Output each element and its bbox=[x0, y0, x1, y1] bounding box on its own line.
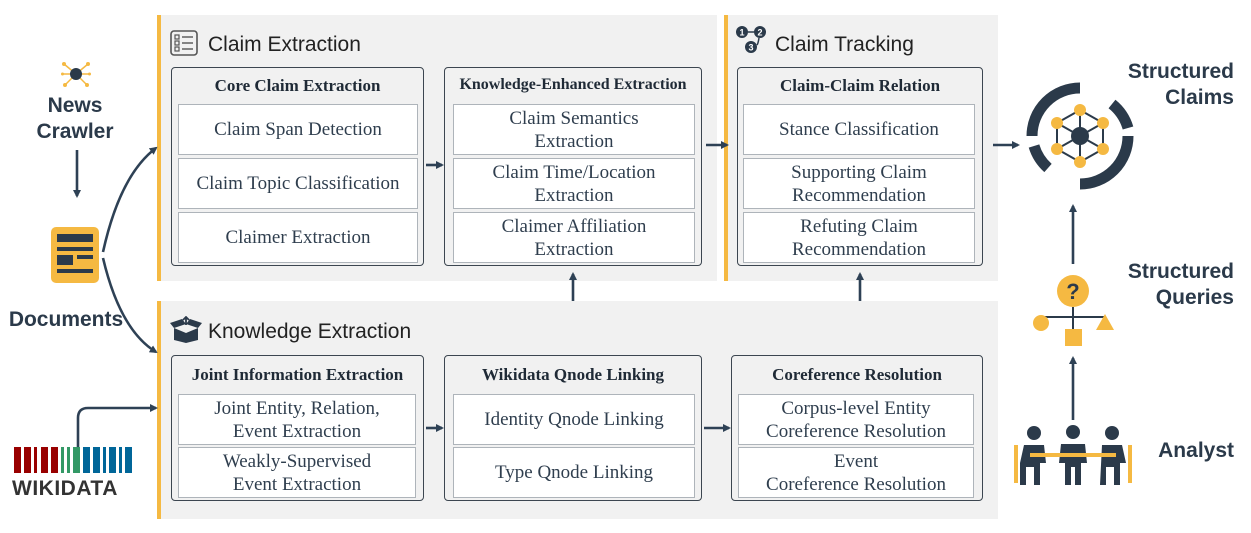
document-icon bbox=[50, 226, 100, 284]
identity-qnode-linking-box: Identity Qnode Linking bbox=[453, 394, 695, 445]
svg-text:1: 1 bbox=[739, 28, 744, 38]
network-graph-icon bbox=[1024, 80, 1136, 192]
event-coreference-resolution-box: Event Coreference Resolution bbox=[738, 447, 974, 498]
wikidata-barcode-icon bbox=[14, 447, 138, 473]
supporting-claim-recommendation-box: Supporting Claim Recommendation bbox=[743, 158, 975, 209]
open-box-icon bbox=[170, 315, 202, 344]
claim-semantics-extraction-box: Claim Semantics Extraction bbox=[453, 104, 695, 155]
claimer-extraction-box: Claimer Extraction bbox=[178, 212, 418, 263]
meeting-people-icon bbox=[1012, 423, 1134, 487]
knowledge-extraction-accent-bar bbox=[157, 301, 161, 519]
claim-topic-classification-box: Claim Topic Classification bbox=[178, 158, 418, 209]
documents-label: Documents bbox=[8, 308, 124, 331]
type-qnode-linking-box: Type Qnode Linking bbox=[453, 447, 695, 498]
stance-classification-box: Stance Classification bbox=[743, 104, 975, 155]
question-shapes-icon: ? bbox=[1030, 273, 1116, 349]
core-claim-extraction-title: Core Claim Extraction bbox=[214, 76, 381, 95]
structured-claims-label: Structured Claims bbox=[1127, 60, 1234, 109]
svg-text:3: 3 bbox=[748, 43, 753, 53]
document-to-knowledge-extraction-arrow bbox=[101, 257, 158, 354]
wikidata-qnode-linking-title: Wikidata Qnode Linking bbox=[481, 365, 665, 384]
claimer-affiliation-extraction-box: Claimer Affiliation Extraction bbox=[453, 212, 695, 263]
claim-extraction-title: Claim Extraction bbox=[208, 33, 361, 56]
structured-queries-label: Structured Queries bbox=[1127, 260, 1234, 309]
joint-entity-relation-event-extraction-box: Joint Entity, Relation, Event Extraction bbox=[178, 394, 416, 445]
claim-claim-relation-title: Claim-Claim Relation bbox=[779, 76, 941, 95]
checklist-icon bbox=[170, 30, 198, 56]
knowledge-enhanced-extraction-title: Knowledge-Enhanced Extraction bbox=[459, 76, 687, 93]
wikidata-wordmark: WIKIDATA bbox=[12, 477, 118, 500]
knowledge-extraction-title: Knowledge Extraction bbox=[208, 320, 412, 343]
analyst-label: Analyst bbox=[1158, 439, 1234, 462]
claim-time-location-extraction-box: Claim Time/Location Extraction bbox=[453, 158, 695, 209]
wikidata-to-knowledge-extraction-arrow bbox=[76, 404, 158, 447]
news-crawler-label: News Crawler bbox=[36, 94, 114, 143]
document-to-claim-extraction-arrow bbox=[101, 146, 158, 253]
spider-icon bbox=[61, 60, 91, 88]
svg-text:?: ? bbox=[1066, 279, 1079, 304]
numbered-steps-icon: 1 2 3 bbox=[734, 24, 768, 54]
refuting-claim-recommendation-box: Refuting Claim Recommendation bbox=[743, 212, 975, 263]
claim-extraction-accent-bar bbox=[157, 15, 161, 281]
svg-text:2: 2 bbox=[757, 28, 762, 38]
coreference-resolution-title: Coreference Resolution bbox=[772, 365, 942, 384]
weakly-supervised-event-extraction-box: Weakly-Supervised Event Extraction bbox=[178, 447, 416, 498]
corpus-level-entity-coreference-box: Corpus-level Entity Coreference Resoluti… bbox=[738, 394, 974, 445]
claim-span-detection-box: Claim Span Detection bbox=[178, 104, 418, 155]
claim-tracking-title: Claim Tracking bbox=[775, 33, 914, 56]
joint-information-extraction-title: Joint Information Extraction bbox=[191, 365, 404, 384]
